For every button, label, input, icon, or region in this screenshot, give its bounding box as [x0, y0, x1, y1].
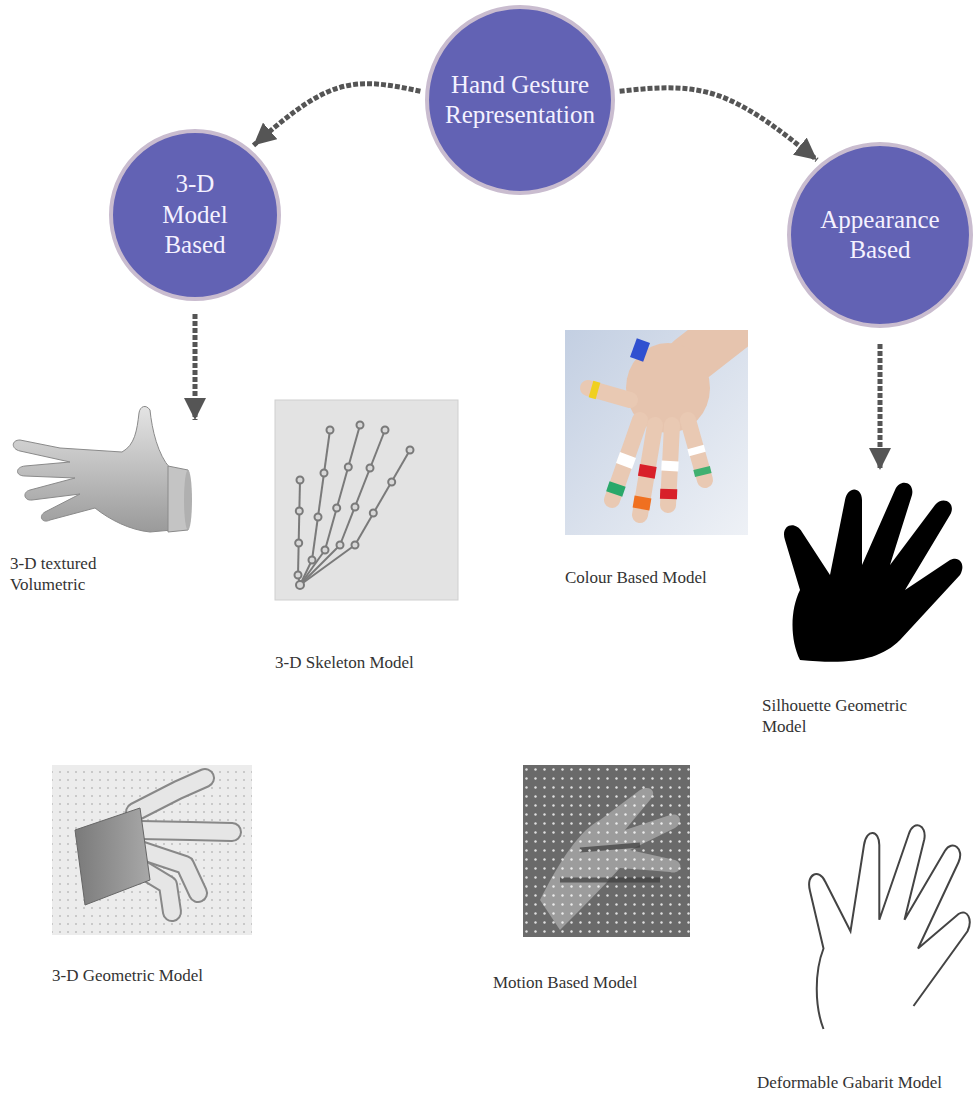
circle-label: Hand Gesture Representation	[445, 70, 595, 131]
down-arrow	[193, 314, 198, 420]
category-circle: Appearance Based	[787, 142, 973, 328]
circle-outline	[425, 5, 615, 195]
circle-label: Appearance Based	[820, 205, 939, 266]
circle-fill	[111, 131, 279, 299]
figure-caption: Motion Based Model	[493, 972, 638, 993]
figure-caption: 3-D Skeleton Model	[275, 652, 414, 673]
silhouette-hand	[784, 483, 962, 662]
curved-arrow	[620, 88, 817, 160]
figure-caption: Silhouette Geometric Model	[762, 695, 942, 738]
skeleton-model	[275, 400, 458, 600]
figure-caption: 3-D Geometric Model	[52, 965, 203, 986]
circle-text-group: Hand Gesture Representation	[445, 70, 595, 131]
figure-caption: Colour Based Model	[565, 567, 707, 588]
geometric-hand	[52, 765, 252, 935]
colour-glove-photo	[565, 330, 748, 535]
circle-text-group: 3-D Model Based	[150, 169, 240, 261]
circle-text-group: Appearance Based	[820, 205, 939, 266]
circle-outline	[787, 142, 973, 328]
circle-label: 3-D Model Based	[150, 169, 240, 261]
motion-field	[523, 765, 690, 937]
volumetric-hand	[13, 406, 192, 532]
category-circle: 3-D Model Based	[109, 129, 281, 301]
curved-arrow	[253, 84, 420, 146]
down-arrow	[878, 344, 883, 470]
circle-fill	[789, 144, 971, 326]
figure-caption: Deformable Gabarit Model	[757, 1072, 942, 1093]
category-circle: Hand Gesture Representation	[425, 5, 615, 195]
circle-fill	[427, 7, 613, 193]
figure-caption: 3-D textured Volumetric	[10, 553, 140, 596]
gabarit-outline	[809, 825, 970, 1029]
